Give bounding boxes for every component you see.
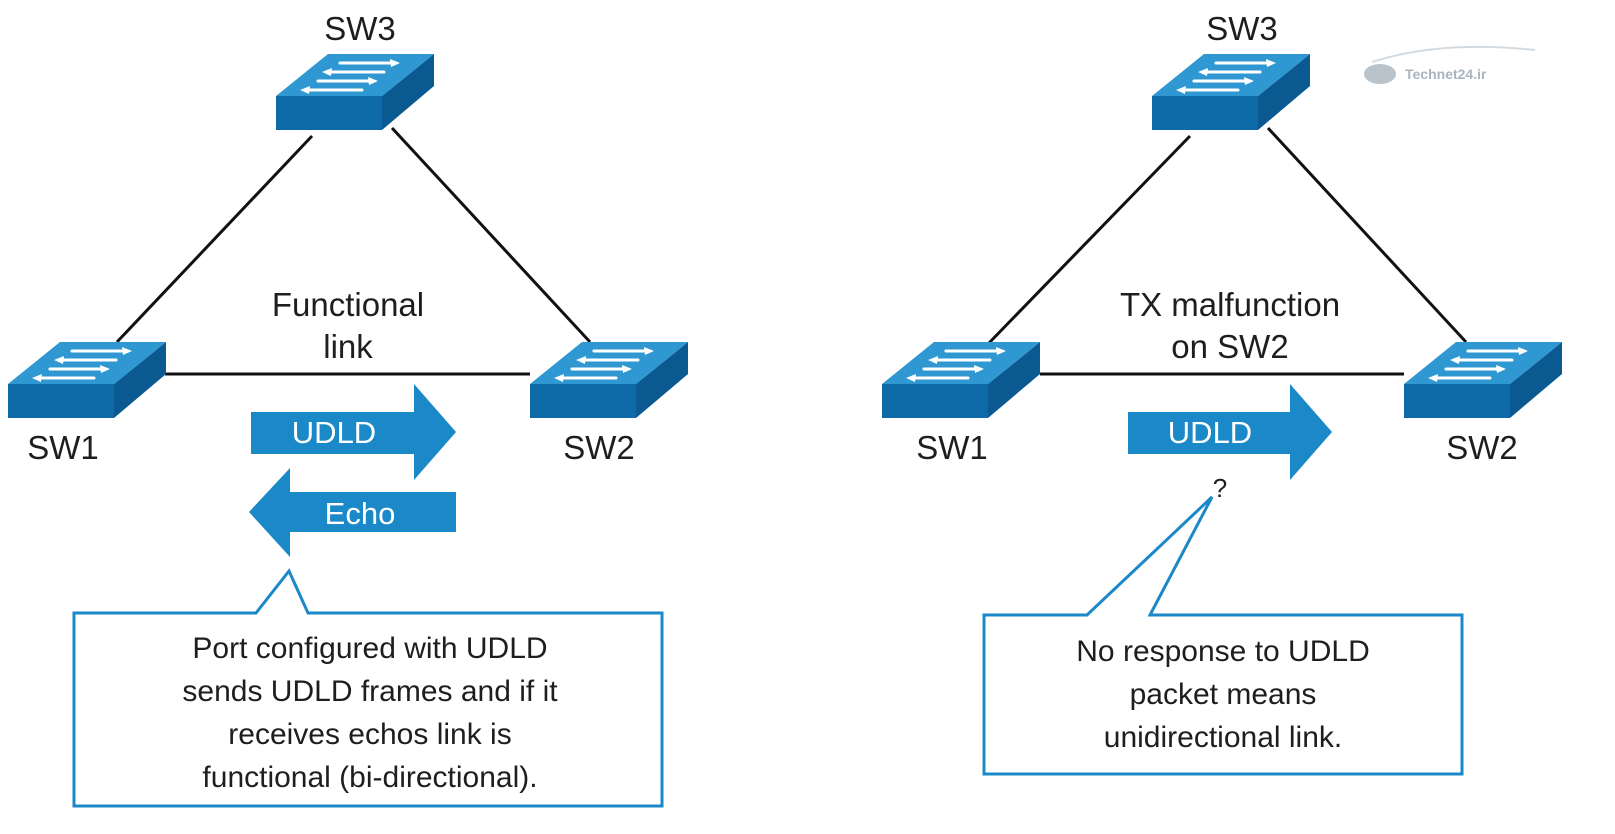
watermark-text: Technet24.ir	[1405, 66, 1487, 82]
link-label-line1: Functional	[272, 286, 424, 323]
echo-arrow-label: Echo	[325, 496, 396, 531]
watermark-logo-icon	[1364, 64, 1396, 84]
link-label-line1: TX malfunction	[1120, 286, 1340, 323]
switch-label-sw1: SW1	[916, 429, 988, 466]
left-links	[115, 126, 592, 376]
udld-arrow	[251, 384, 456, 480]
watermark: Technet24.ir	[1364, 45, 1536, 84]
switch-label-sw3: SW3	[324, 10, 396, 47]
right-callout-line3: unidirectional link.	[1104, 721, 1342, 754]
right-callout-line1: No response to UDLD	[1076, 635, 1369, 668]
switch-icon	[528, 340, 690, 420]
echo-arrow	[249, 468, 456, 557]
right-panel: SW3 SW1 SW2 TX malfunction on SW2 UDLD ?…	[880, 10, 1564, 776]
left-callout-line1: Port configured with UDLD	[192, 632, 547, 665]
switch-label-sw3: SW3	[1206, 10, 1278, 47]
left-callout-line4: functional (bi-directional).	[202, 761, 537, 794]
switch-icon	[1402, 340, 1564, 420]
switch-icon	[274, 52, 436, 132]
switch-label-sw2: SW2	[563, 429, 635, 466]
udld-arrow-label: UDLD	[1168, 415, 1252, 450]
link-sw3-sw1	[986, 134, 1192, 346]
watermark-swoosh-icon	[1371, 45, 1536, 63]
right-callout-line2: packet means	[1130, 678, 1317, 711]
left-callout-line3: receives echos link is	[228, 718, 511, 751]
link-label-line2: on SW2	[1171, 328, 1288, 365]
udld-arrow-label: UDLD	[292, 415, 376, 450]
left-panel: SW3 SW1 SW2 Functional link UDLD Echo Po…	[6, 10, 690, 808]
link-sw3-sw1	[115, 134, 314, 344]
udld-arrow	[1128, 384, 1332, 480]
question-mark: ?	[1213, 473, 1227, 503]
switch-icon	[6, 340, 168, 420]
link-sw3-sw2	[390, 126, 592, 344]
link-label-line2: link	[323, 328, 373, 365]
switch-label-sw1: SW1	[27, 429, 99, 466]
switch-icon	[1150, 52, 1312, 132]
right-links	[986, 126, 1468, 376]
right-callout-box	[982, 495, 1464, 776]
left-callout-box	[72, 568, 664, 808]
switch-icon	[880, 340, 1042, 420]
left-callout-line2: sends UDLD frames and if it	[182, 675, 558, 708]
switch-label-sw2: SW2	[1446, 429, 1518, 466]
link-sw3-sw2	[1266, 126, 1468, 344]
